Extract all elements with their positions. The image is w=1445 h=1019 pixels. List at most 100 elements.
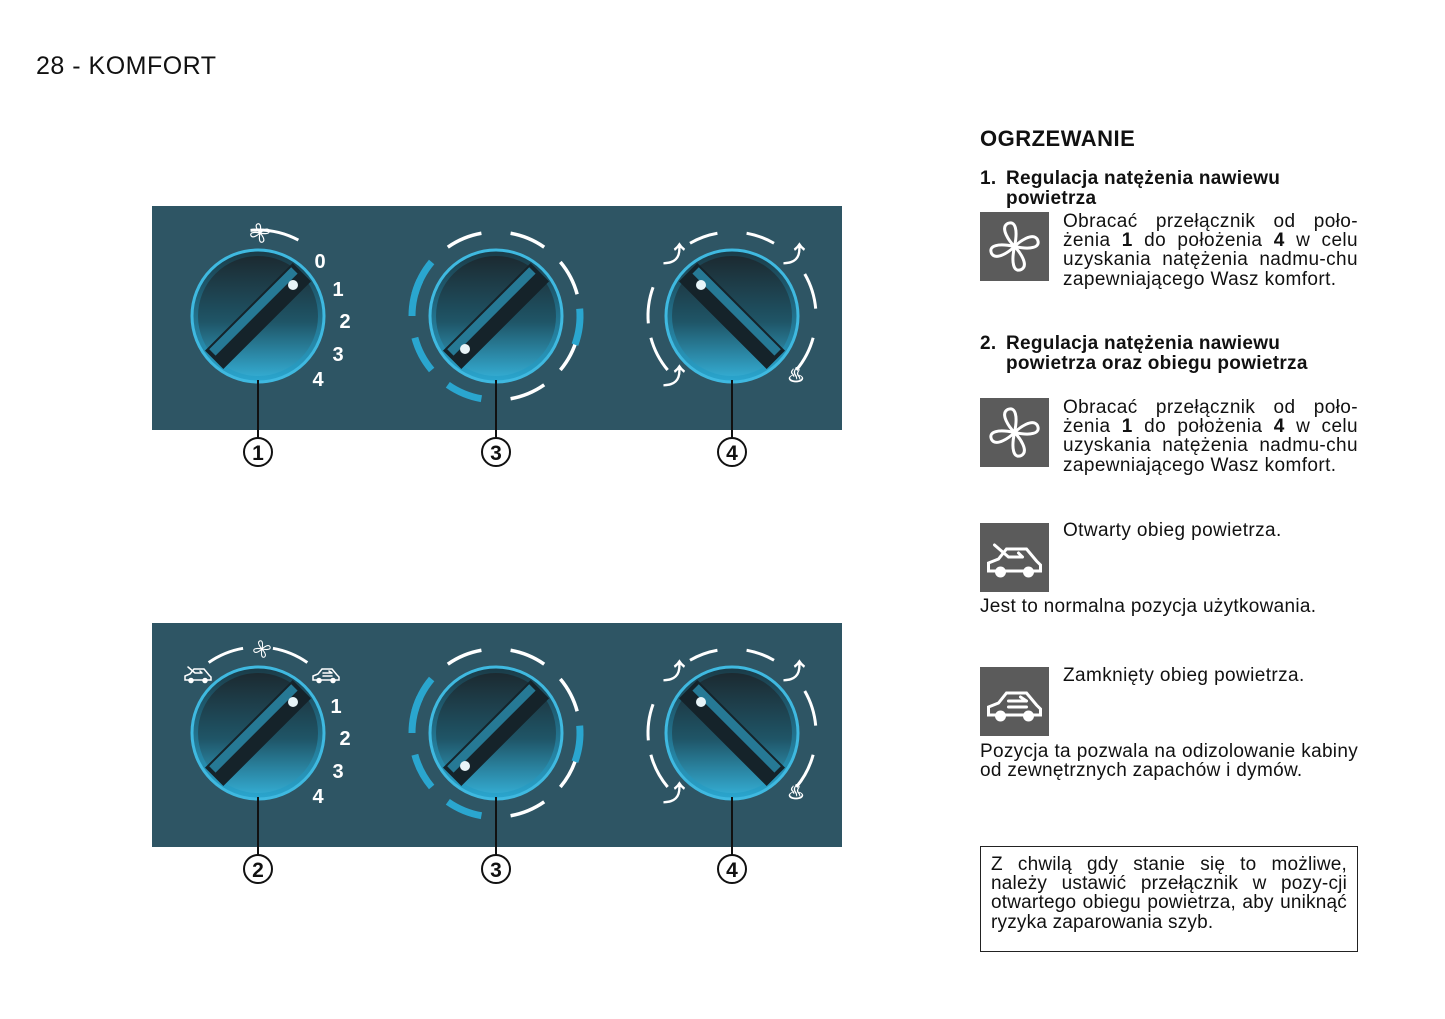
section-1-text: Obracać przełącznik od poło-żenia 1 do p…: [1063, 211, 1359, 290]
scale-label: 3: [332, 344, 343, 366]
distribution-scale-mark: [646, 286, 655, 324]
scale-mark: [207, 646, 244, 664]
callout-number: 2: [252, 859, 264, 882]
section-heading-text: Regulacja natężenia nawiewu powietrza or…: [1006, 333, 1308, 374]
open-air-circulation-icon: [184, 666, 212, 684]
scale-label: 2: [339, 728, 350, 750]
callout-circle: [717, 854, 747, 884]
distribution-scale-mark: [795, 754, 815, 788]
temperature-knob[interactable]: [428, 248, 564, 384]
page-header: 28 - KOMFORT: [36, 52, 217, 80]
knob-grip: [442, 679, 550, 787]
distribution-scale-mark: [649, 337, 669, 371]
temperature-scale-mark: [510, 648, 546, 666]
position-dot-icon: [460, 344, 470, 354]
fan-icon: [253, 640, 271, 658]
knob-grip: [678, 679, 786, 787]
callout-circle: [717, 437, 747, 467]
scale-label: 2: [339, 311, 350, 333]
fan-speed-knob[interactable]: [190, 248, 326, 384]
temperature-scale-mark: [571, 725, 584, 763]
scale-label: 3: [332, 761, 343, 783]
closed-circulation-label: Zamknięty obieg powietrza.: [1063, 665, 1305, 686]
scale-label: 4: [312, 369, 324, 391]
temperature-knob[interactable]: [428, 665, 564, 801]
distribution-scale-mark: [689, 648, 718, 662]
temperature-scale-mark: [411, 676, 435, 713]
scale-label: 0: [314, 251, 325, 273]
fan-speed-knob[interactable]: [190, 665, 326, 801]
callout-number: 3: [490, 859, 502, 882]
temperature-scale-mark: [510, 231, 546, 249]
temperature-scale-mark: [411, 259, 435, 296]
temperature-scale-mark: [558, 677, 579, 712]
temperature-scale-mark: [446, 231, 482, 249]
callout-number: 1: [252, 442, 264, 465]
temperature-scale-mark: [510, 800, 546, 818]
position-dot-icon: [288, 280, 298, 290]
section-title: OGRZEWANIE: [980, 126, 1136, 151]
section-heading-text: Regulacja natężenia nawiewu powietrza: [1006, 168, 1281, 209]
open-air-circulation-icon: [980, 523, 1049, 592]
section-1-heading: 1. Regulacja natężenia nawiewu powietrza: [980, 169, 1358, 208]
distribution-scale-mark: [746, 231, 775, 245]
position-dot-icon: [696, 697, 706, 707]
knob-grip: [204, 679, 312, 787]
fan-icon: [980, 212, 1049, 281]
open-circulation-label: Otwarty obieg powietrza.: [1063, 520, 1282, 541]
callout-number: 4: [726, 442, 738, 465]
position-dot-icon: [696, 280, 706, 290]
callout-number: 3: [490, 442, 502, 465]
scale-mark: [250, 228, 300, 242]
temperature-scale-mark: [445, 381, 483, 403]
temperature-scale-mark: [571, 308, 584, 346]
section-number: 1.: [980, 168, 997, 189]
windscreen-face-icon: ⤴: [783, 242, 806, 267]
temperature-scale-mark: [411, 753, 435, 790]
section-2-text: Obracać przełącznik od poło-żenia 1 do p…: [1063, 397, 1359, 476]
open-circulation-note: Jest to normalna pozycja użytkowania.: [980, 596, 1317, 617]
callout-circle: [243, 437, 273, 467]
distribution-scale-mark: [689, 231, 718, 245]
knob-grip: [442, 262, 550, 370]
distribution-scale-mark: [803, 273, 818, 309]
knob-grip: [204, 262, 312, 370]
closed-circulation-note: Pozycja ta pozwala na odizolowanie kabin…: [980, 741, 1358, 782]
defrost-icon: ♨: [787, 782, 805, 804]
recirculation-icon: [980, 667, 1049, 736]
temperature-scale-mark: [558, 260, 579, 295]
scale-mark: [272, 646, 309, 664]
position-dot-icon: [288, 697, 298, 707]
defrost-icon: ♨: [787, 365, 805, 387]
feet-vent-icon: ⤴: [663, 364, 686, 389]
distribution-scale-mark: [646, 703, 655, 741]
temperature-scale-mark: [510, 383, 546, 401]
scale-label: 4: [312, 786, 324, 808]
section-number: 2.: [980, 333, 997, 354]
position-dot-icon: [460, 761, 470, 771]
scale-label: 1: [330, 696, 341, 718]
temperature-scale-mark: [445, 798, 483, 820]
section-2-heading: 2. Regulacja natężenia nawiewu powietrza…: [980, 334, 1358, 373]
callout-number: 4: [726, 859, 738, 882]
air-distribution-knob[interactable]: [664, 665, 800, 801]
recirculation-icon: [312, 668, 340, 684]
distribution-scale-mark: [795, 337, 815, 371]
face-vent-icon: ⤴: [663, 242, 686, 267]
face-vent-icon: ⤴: [663, 659, 686, 684]
air-distribution-knob[interactable]: [664, 248, 800, 384]
distribution-scale-mark: [746, 648, 775, 662]
temperature-scale-mark: [411, 336, 435, 373]
temperature-scale-mark: [446, 648, 482, 666]
distribution-scale-mark: [803, 690, 818, 726]
callout-circle: [481, 437, 511, 467]
callout-circle: [243, 854, 273, 884]
callout-circle: [481, 854, 511, 884]
knob-grip: [678, 262, 786, 370]
scale-label: 1: [332, 279, 343, 301]
feet-vent-icon: ⤴: [663, 781, 686, 806]
warning-box: Z chwilą gdy stanie się to możliwe, nale…: [980, 846, 1358, 952]
distribution-scale-mark: [649, 754, 669, 788]
